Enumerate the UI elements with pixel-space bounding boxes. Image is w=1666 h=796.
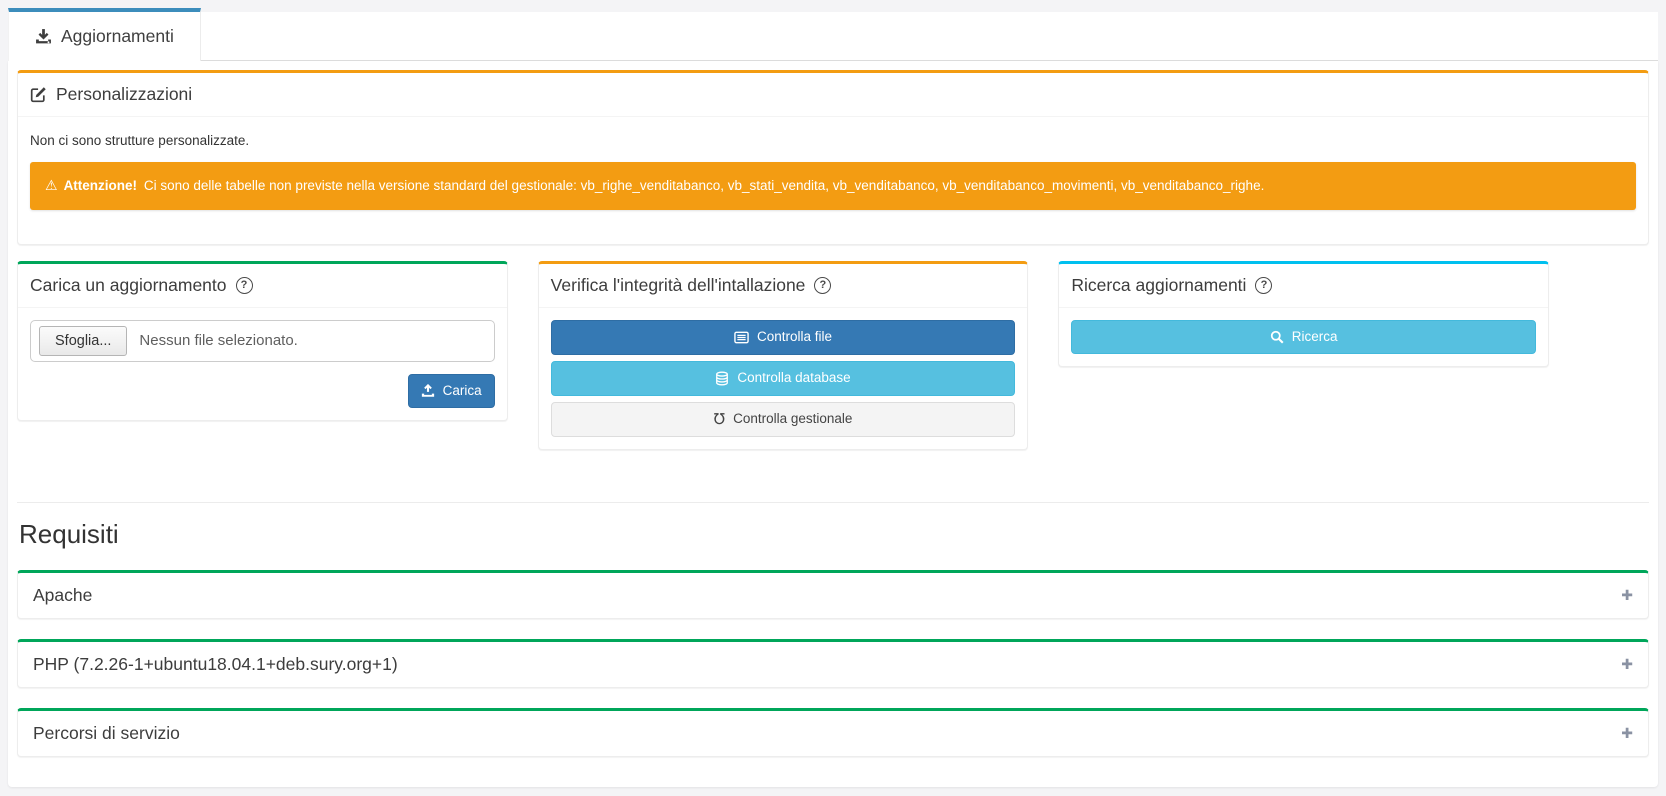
tab-label: Aggiornamenti: [61, 26, 174, 46]
search-updates-panel: Ricerca aggiornamenti ? Ricerca: [1058, 260, 1550, 367]
upload-panel: Carica un aggiornamento ? Sfoglia... Nes…: [17, 260, 508, 421]
verify-panel: Verifica l'integrità dell'intallazione ?: [537, 260, 1029, 450]
accordion-percorsi-label: Percorsi di servizio: [33, 722, 180, 743]
plus-icon[interactable]: ✚: [1621, 655, 1633, 672]
action-panels-row: Carica un aggiornamento ? Sfoglia... Nes…: [17, 260, 1550, 450]
tables-warning-alert: ⚠ Attenzione! Ci sono delle tabelle non p…: [30, 162, 1636, 210]
search-updates-header: Ricerca aggiornamenti ?: [1059, 264, 1549, 308]
check-database-button[interactable]: Controlla database: [550, 360, 1016, 396]
help-icon[interactable]: ?: [235, 276, 253, 294]
verify-panel-header: Verifica l'integrità dell'intallazione ?: [538, 264, 1028, 308]
tab-bar-filler: [200, 12, 1658, 61]
list-alt-icon: [734, 330, 749, 345]
verify-panel-title: Verifica l'integrità dell'intallazione: [550, 274, 806, 295]
help-icon[interactable]: ?: [1255, 276, 1273, 294]
warning-icon: ⚠: [45, 177, 58, 193]
section-divider: [17, 501, 1649, 503]
accordion-apache-label: Apache: [33, 584, 93, 605]
plus-icon[interactable]: ✚: [1621, 586, 1633, 603]
personalizzazioni-body: Non ci sono strutture personalizzate. ⚠ A…: [18, 117, 1648, 244]
personalizzazioni-card: Personalizzazioni Non ci sono strutture …: [17, 70, 1649, 245]
browse-button[interactable]: Sfoglia...: [39, 325, 128, 356]
accordion-php[interactable]: PHP (7.2.26-1+ubuntu18.04.1+deb.sury.org…: [17, 638, 1649, 688]
requisiti-heading: Requisiti: [19, 518, 119, 549]
check-files-button[interactable]: Controlla file: [550, 319, 1016, 355]
accordion-apache[interactable]: Apache ✚: [17, 569, 1649, 619]
accordion-percorsi[interactable]: Percorsi di servizio ✚: [17, 707, 1649, 757]
download-icon: [35, 28, 52, 45]
tab-bar: Aggiornamenti: [8, 8, 1658, 61]
upload-panel-title: Carica un aggiornamento: [30, 274, 227, 295]
empty-structures-message: Non ci sono strutture personalizzate.: [30, 133, 250, 148]
search-icon: [1270, 330, 1284, 344]
plus-icon[interactable]: ✚: [1621, 724, 1633, 741]
upload-icon: [421, 383, 435, 398]
personalizzazioni-title: Personalizzazioni: [56, 84, 193, 104]
upload-button[interactable]: Carica: [407, 373, 495, 408]
search-updates-button[interactable]: Ricerca: [1071, 319, 1537, 354]
help-icon[interactable]: ?: [814, 276, 832, 294]
edit-icon: [30, 86, 47, 103]
search-panel-title: Ricerca aggiornamenti: [1071, 274, 1247, 295]
file-input[interactable]: Sfoglia... Nessun file selezionato.: [30, 319, 495, 362]
stethoscope-icon: ℧: [713, 410, 726, 428]
upload-panel-header: Carica un aggiornamento ?: [18, 264, 507, 308]
tab-content: Personalizzazioni Non ci sono strutture …: [8, 61, 1658, 787]
alert-bold-text: Attenzione!: [63, 178, 138, 193]
no-file-selected-text: Nessun file selezionato.: [139, 332, 298, 350]
database-icon: [715, 371, 729, 386]
tab-aggiornamenti[interactable]: Aggiornamenti: [8, 8, 201, 61]
personalizzazioni-header: Personalizzazioni: [18, 73, 1648, 117]
accordion-php-label: PHP (7.2.26-1+ubuntu18.04.1+deb.sury.org…: [33, 653, 398, 674]
check-gestionale-button[interactable]: ℧ Controlla gestionale: [550, 401, 1016, 437]
alert-text: Ci sono delle tabelle non previste nella…: [143, 178, 1265, 193]
